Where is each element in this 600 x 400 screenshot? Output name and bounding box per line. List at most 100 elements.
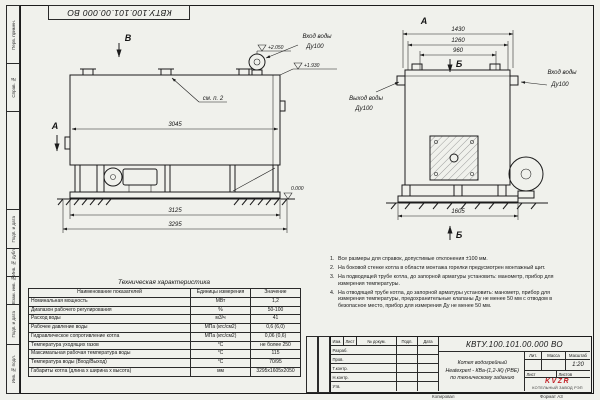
note-item: 1.Все размеры для справок, допустимые от… [330,256,560,263]
inlet-label-line2: Ду100 [550,82,569,88]
level-mark-zero: 0.000 [283,186,304,200]
front-view-drawing: А 1430 1260 960 Б [349,16,577,240]
ground-line [57,198,295,206]
margin-box: Подп. и дата [7,305,19,345]
note-text: На подводящей трубе котла, до запорной а… [338,273,554,287]
tb-col-data: Дата [418,337,439,346]
dimension-3295: 3295 [62,200,288,233]
inlet-label-line2: Ду100 [305,44,324,50]
tb-row-utv: Утв. [331,382,397,391]
note-text: На боковой стенке котла в области монтаж… [338,264,546,271]
tb-col-izm: Изм. [331,337,344,346]
right-nozzle [279,100,286,112]
tech-header-row: Наименование показателей Единицы измерен… [28,288,301,298]
tb-row-nkontr: Н.контр. [331,373,397,382]
see-note-text: см. п. 2 [203,96,224,102]
title-block-margin-cell [306,336,318,393]
dimension-3125-text: 3125 [168,208,182,214]
sheets-label: Листов [557,371,590,378]
product-line3: по техническому заданию [450,375,515,382]
scale-value: 1:20 [566,360,590,371]
format-label: Формат А3 [540,394,563,399]
note-text: Все размеры для справок, допустимые откл… [338,256,488,262]
tb-date-cell [418,382,439,391]
margin-box: Взам. инв. № [7,277,19,305]
tb-col-list: Лист [344,337,357,346]
title-block: Изм. Лист № докум. Подп. Дата Разраб. Пр… [330,336,592,393]
dimension-3045: 3045 [71,122,279,131]
flipped-doc-number: КВТУ.100.101.00.000 ВО [48,5,190,20]
tech-table-title: Техническая характеристика [117,279,211,286]
view-marker-v: В [116,33,132,58]
see-note-callout: см. п. 2 [171,77,227,103]
inlet-label-line1: Вход воды [302,34,332,40]
title-block-margin-cell [318,336,330,393]
side-view-drawing: 3045 3125 3295 В А см. п. 2 Вхо [51,33,337,233]
section-marker-b-bottom: Б [447,225,463,240]
tb-date-cell [418,364,439,373]
mass-label: Масса [542,352,566,360]
margin-spacer [7,112,19,209]
outlet-callout: Выход воды Ду100 [349,81,400,112]
tb-date-cell [418,373,439,382]
front-ground-line [386,202,548,210]
title-block-doc-number: КВТУ.100.101.00.000 ВО [439,337,590,352]
level-2050-text: +2.050 [268,45,284,51]
dimension-1605-text: 1605 [451,209,465,215]
note-number: 3. [330,273,335,280]
notes-list: 1.Все размеры для справок, допустимые от… [330,256,560,312]
note-number: 1. [330,256,335,262]
access-door [429,135,479,181]
support-frame [69,164,281,199]
level-zero-text: 0.000 [291,186,304,192]
dimension-1430-text: 1430 [451,27,465,33]
company-name: КОТЕЛЬНЫЙ ЗАВОД РЭП [532,386,583,391]
tech-header-name: Наименование показателей [28,288,191,298]
tb-row-prov: Пров. [331,355,397,364]
drawing-frame [20,5,594,394]
margin-box: Справ. № [7,64,19,112]
product-name: Котел водогрейный Heatexpert - КВа-(1,2-… [439,352,525,391]
tb-sign-cell [397,346,418,355]
product-line1: Котел водогрейный [457,360,507,367]
outlet-label-line2: Ду100 [354,106,373,112]
tb-row-tkontr: Т.контр. [331,364,397,373]
margin-box: Инв. № подл. [10,354,16,384]
burner-assembly [96,164,158,193]
tech-characteristics: Техническая характеристика Наименование … [28,279,301,377]
tech-header-units: Единицы измерения [190,288,251,298]
kvzr-logo: KVZR [544,378,571,386]
margin-box: Перв. примен. [7,6,19,64]
note-item: 3.На подводящей трубе котла, до запорной… [330,274,560,288]
fan [508,156,544,199]
dimension-1430: 1430 [402,27,514,68]
lifting-lugs [80,68,252,76]
level-mark-2050: +2.050 [256,44,291,54]
tb-sign-cell [397,355,418,364]
tb-col-doc: № докум. [357,337,397,346]
section-label-b-top: Б [456,59,463,69]
section-label-a: А [51,121,59,131]
dimension-1260: 1260 [407,38,509,70]
tech-header-value: Значение [250,288,301,298]
inlet-flange [509,75,519,86]
inlet-callout: Вход воды Ду100 [520,70,577,88]
section-marker-a: А [51,121,60,152]
note-text: На отводящей трубе котла, до запорной ар… [338,289,553,310]
dimension-960-text: 960 [453,48,464,54]
view-label-v: В [125,33,132,43]
note-item: 2.На боковой стенке котла в области монт… [330,265,560,272]
left-margin-column: Перв. примен. Справ. № Подп. и дата Инв.… [6,5,20,394]
lit-value [525,360,542,371]
margin-box: Подп. и дата [7,209,19,249]
product-line2: Heatexpert - КВа-(1,2-Ж) (РВЕ) [445,367,520,374]
note-item: 4.На отводящей трубе котла, до запорной … [330,290,560,311]
tb-col-podp: Подп. [397,337,418,346]
